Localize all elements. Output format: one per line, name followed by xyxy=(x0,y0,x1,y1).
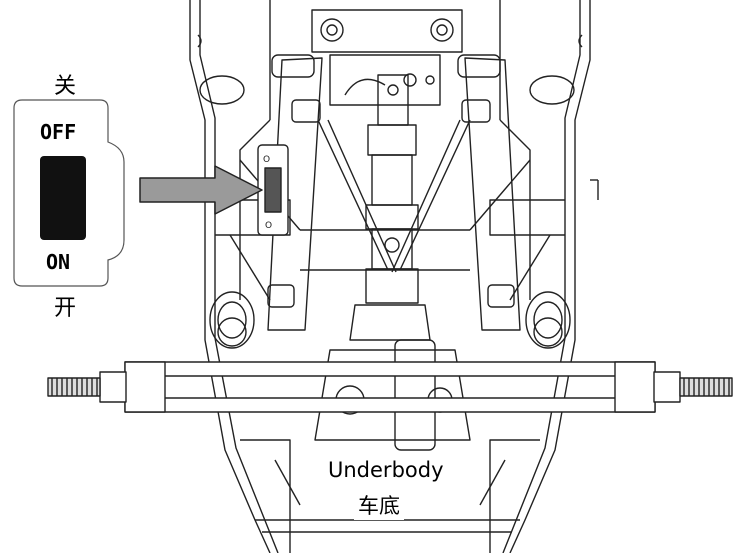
switch-off-label: OFF xyxy=(40,120,77,144)
underbody-label-zh: 车底 xyxy=(354,490,404,520)
svg-text:O: O xyxy=(263,155,270,165)
top-mount-block xyxy=(311,9,463,106)
center-shaft xyxy=(365,74,419,304)
svg-text:O: O xyxy=(265,221,272,231)
switch-callout-card xyxy=(13,99,125,287)
switch-on-label: ON xyxy=(46,250,71,274)
switch-on-label-zh: 开 xyxy=(54,296,77,321)
axle xyxy=(47,361,733,413)
switch-off-label-zh: 关 xyxy=(54,74,77,99)
lower-braces xyxy=(215,199,565,553)
switch-toggle xyxy=(40,156,86,240)
pointer-arrow xyxy=(139,165,263,215)
underbody-label: Underbody xyxy=(324,458,448,482)
differential-housing xyxy=(314,304,471,451)
suspension-links xyxy=(239,54,531,331)
wheel-hubs xyxy=(209,291,571,349)
chassis-switch: O O xyxy=(257,144,289,236)
